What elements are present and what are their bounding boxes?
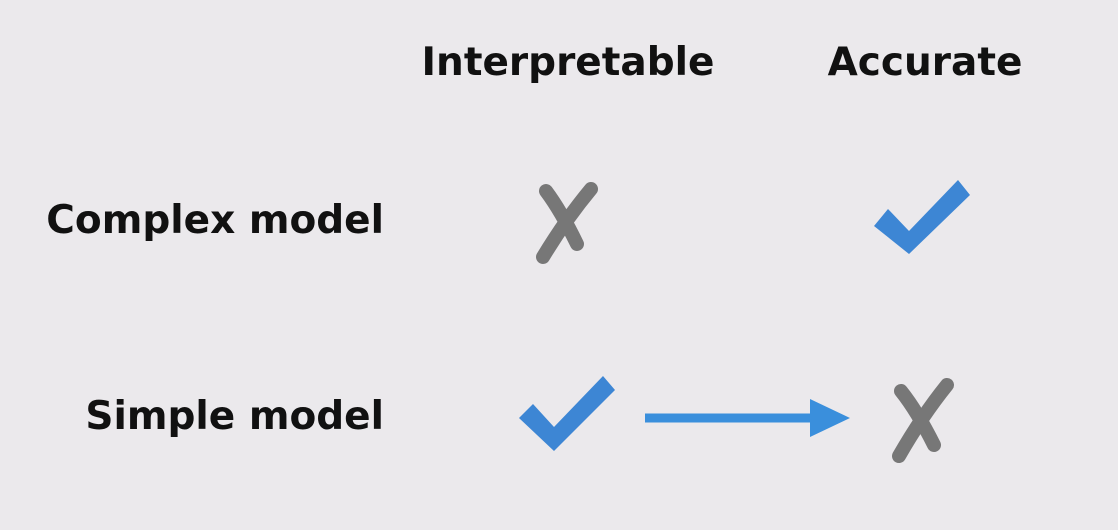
column-header-interpretable: Interpretable: [421, 40, 715, 85]
row-label-complex-model: Complex model: [46, 198, 384, 243]
check-icon: [519, 376, 615, 451]
cross-icon: [536, 182, 598, 264]
row-label-simple-model: Simple model: [85, 394, 384, 439]
column-header-accurate: Accurate: [827, 40, 1023, 85]
check-icon: [874, 180, 970, 254]
arrow-right-icon: [645, 399, 850, 437]
cross-icon: [892, 378, 954, 463]
